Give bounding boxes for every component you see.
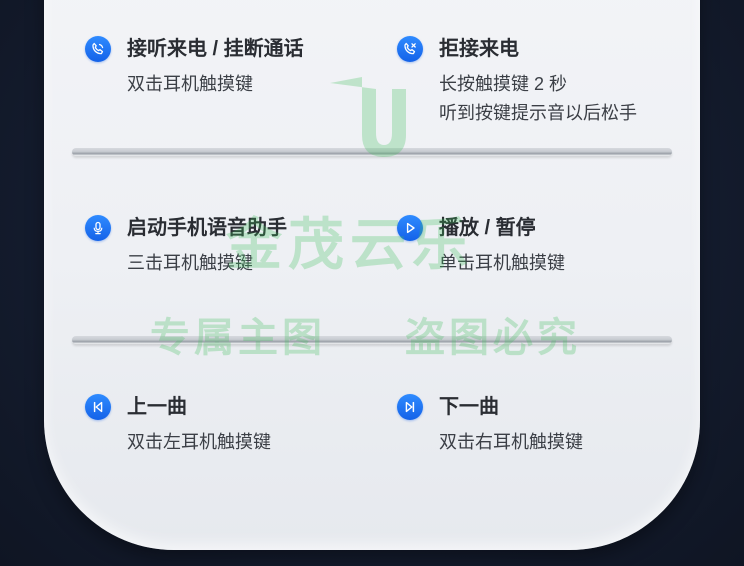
feature-desc-line: 三击耳机触摸键 bbox=[127, 253, 253, 273]
instruction-panel bbox=[44, 0, 700, 550]
feature-description: 单击耳机触摸键 bbox=[439, 249, 565, 278]
feature-desc-line: 双击左耳机触摸键 bbox=[127, 432, 271, 452]
feature-title: 上一曲 bbox=[127, 396, 187, 418]
feature-desc-line: 双击右耳机触摸键 bbox=[439, 432, 583, 452]
feature-title: 启动手机语音助手 bbox=[127, 217, 287, 239]
feature-title: 播放 / 暂停 bbox=[439, 217, 536, 239]
feature-description: 双击右耳机触摸键 bbox=[439, 428, 583, 457]
microphone-icon bbox=[85, 215, 111, 241]
watermark-logo-icon bbox=[330, 77, 406, 157]
section-divider bbox=[72, 336, 672, 344]
feature-desc-line: 长按触摸键 2 秒 bbox=[439, 74, 568, 94]
section-divider bbox=[72, 148, 672, 156]
feature-description: 长按触摸键 2 秒 听到按键提示音以后松手 bbox=[439, 70, 637, 128]
phone-reject-icon bbox=[397, 36, 423, 62]
previous-track-icon bbox=[85, 394, 111, 420]
feature-description: 三击耳机触摸键 bbox=[127, 249, 253, 278]
phone-answer-icon bbox=[85, 36, 111, 62]
feature-desc-line: 单击耳机触摸键 bbox=[439, 253, 565, 273]
feature-desc-line: 双击耳机触摸键 bbox=[127, 74, 253, 94]
feature-description: 双击左耳机触摸键 bbox=[127, 428, 271, 457]
play-icon bbox=[397, 215, 423, 241]
feature-title: 接听来电 / 挂断通话 bbox=[127, 38, 304, 60]
next-track-icon bbox=[397, 394, 423, 420]
feature-desc-line: 听到按键提示音以后松手 bbox=[439, 103, 637, 123]
feature-title: 下一曲 bbox=[439, 396, 499, 418]
feature-title: 拒接来电 bbox=[439, 38, 519, 60]
feature-description: 双击耳机触摸键 bbox=[127, 70, 253, 99]
